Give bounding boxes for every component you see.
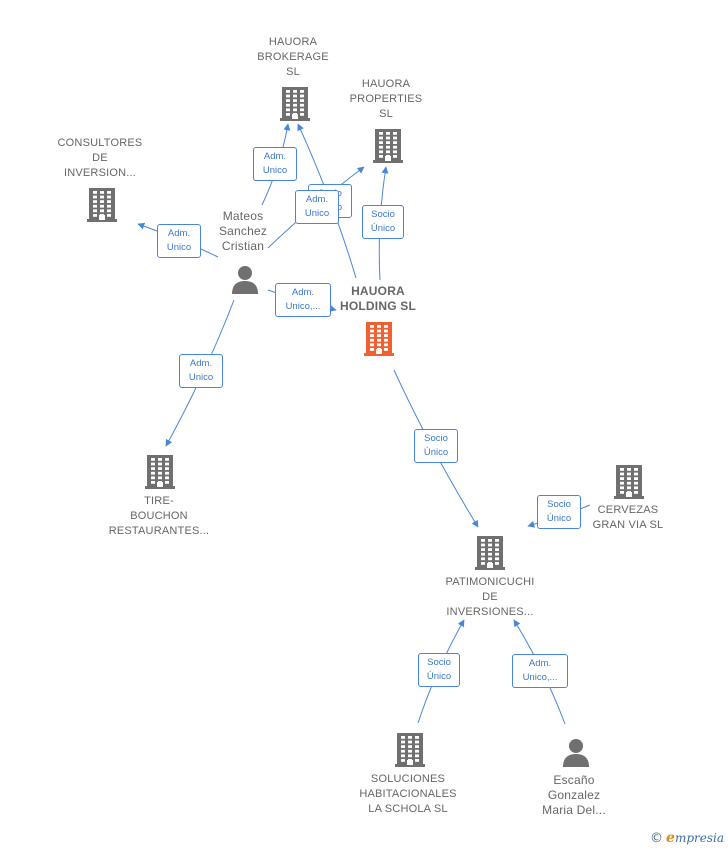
edge-label-holding-properties[interactable]: Socio Único	[362, 205, 404, 239]
building-icon[interactable]	[614, 463, 644, 504]
edge-label-mateos-consultores[interactable]: Adm. Unico	[157, 224, 201, 258]
building-icon[interactable]	[280, 85, 310, 126]
building-icon[interactable]	[364, 320, 394, 361]
empresia-logo: ©empresia	[650, 830, 724, 846]
edge-label-mateos-tire[interactable]: Adm. Unico	[179, 354, 223, 388]
building-icon[interactable]	[395, 731, 425, 772]
node-label-hauora-properties[interactable]: HAUORA PROPERTIES SL	[349, 78, 423, 120]
edge-label-soluciones-patimonicuchi[interactable]: Socio Único	[418, 653, 460, 687]
edge-label-holding-patimonicuchi[interactable]: Socio Único	[414, 429, 458, 463]
node-label-cervezas[interactable]: CERVEZAS GRAN VIA SL	[592, 504, 664, 531]
node-label-patimonicuchi[interactable]: PATIMONICUCHI DE INVERSIONES...	[445, 576, 535, 618]
edge-label-mateos-holding[interactable]: Adm. Unico,...	[275, 283, 331, 317]
node-label-mateos[interactable]: Mateos Sanchez Cristian	[218, 209, 268, 253]
node-label-soluciones[interactable]: SOLUCIONES HABITACIONALES LA SCHOLA SL	[359, 773, 457, 815]
building-icon[interactable]	[373, 127, 403, 168]
node-label-consultores[interactable]: CONSULTORES DE INVERSION...	[57, 137, 143, 179]
node-label-hauora-holding[interactable]: HAUORA HOLDING SL	[340, 284, 416, 313]
person-icon[interactable]	[230, 264, 260, 299]
building-icon[interactable]	[145, 453, 175, 494]
edge-label-cervezas-patimonicuchi[interactable]: Socio Único	[537, 495, 581, 529]
copyright-icon: ©	[650, 831, 664, 846]
edge-label-mateos-brokerage[interactable]: Adm. Unico	[253, 147, 297, 181]
node-label-hauora-brokerage[interactable]: HAUORA BROKERAGE SL	[257, 36, 329, 78]
building-icon[interactable]	[475, 534, 505, 575]
building-icon[interactable]	[87, 186, 117, 227]
edge-label-mateos-properties[interactable]: Adm. Unico	[295, 190, 339, 224]
node-label-tire-bouchon[interactable]: TIRE- BOUCHON RESTAURANTES...	[108, 495, 210, 537]
node-label-escano[interactable]: Escaño Gonzalez Maria Del...	[542, 773, 606, 817]
person-icon[interactable]	[561, 737, 591, 772]
edge-label-escano-patimonicuchi[interactable]: Adm. Unico,...	[512, 654, 568, 688]
